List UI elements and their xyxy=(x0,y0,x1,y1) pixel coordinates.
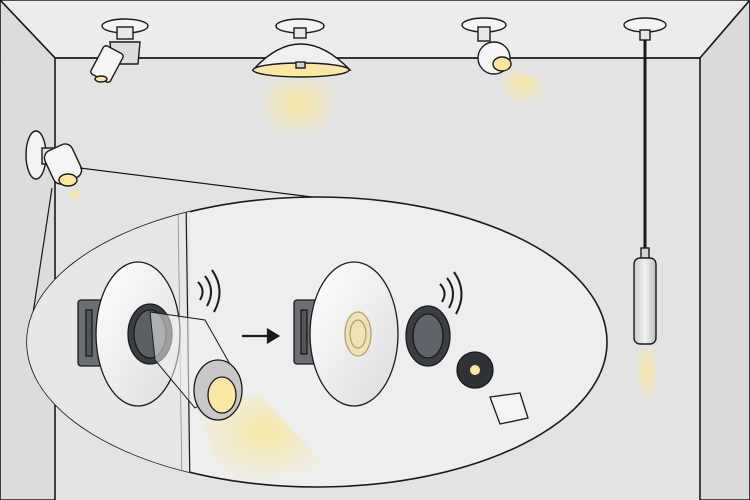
ceiling-spot-ball xyxy=(461,17,545,105)
right-assembly xyxy=(293,261,529,425)
ceiling-dome-pendant xyxy=(251,18,352,138)
wall-right xyxy=(699,0,750,500)
optic-lens xyxy=(489,392,529,425)
rod-pendant xyxy=(623,17,667,404)
left-assembly xyxy=(77,261,243,421)
wall-spotlight xyxy=(25,130,83,202)
right-arrow xyxy=(242,328,281,344)
wireless-waves-left xyxy=(197,269,221,313)
detail-callout xyxy=(26,196,608,488)
wireless-waves-right xyxy=(439,271,463,315)
ceiling-spotlight-cylinder xyxy=(90,18,149,83)
wall-left xyxy=(0,0,56,500)
